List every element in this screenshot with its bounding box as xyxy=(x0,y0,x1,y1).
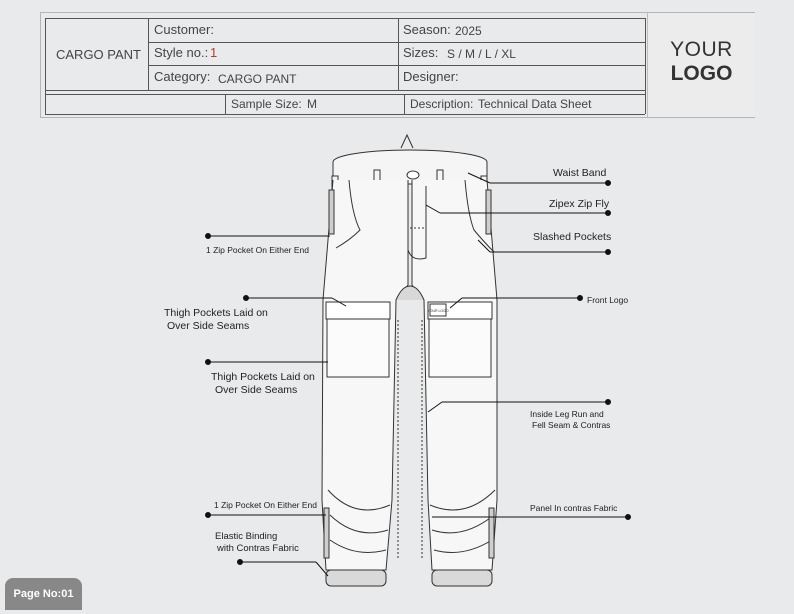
logo-placeholder: YOUR LOGO xyxy=(647,13,755,117)
callout-inside-leg-line1: Inside Leg Run and xyxy=(530,409,604,419)
callout-thigh-pockets-1-line2: Over Side Seams xyxy=(167,320,250,332)
crotch-gusset xyxy=(395,285,425,301)
callout-waist-band: Waist Band xyxy=(553,167,607,179)
cargo-pocket-flap-left xyxy=(325,301,391,320)
sample-size-label: Sample Size: xyxy=(231,97,302,111)
category-label: Category: xyxy=(154,69,211,84)
sizes-value: S / M / L / XL xyxy=(447,47,516,61)
callout-zip-pocket-top: 1 Zip Pocket On Either End xyxy=(206,245,309,255)
callout-inside-leg-line2: Fell Seam & Contras xyxy=(532,420,611,430)
elastic-cuff-right xyxy=(431,569,493,587)
logo-line1: YOUR xyxy=(670,38,733,61)
sample-size-value: M xyxy=(307,97,317,111)
hem-zip-left xyxy=(323,507,330,559)
slashed-pocket-right xyxy=(464,179,495,253)
style-name: CARGO PANT xyxy=(56,47,141,62)
callout-zip-fly: Zipex Zip Fly xyxy=(549,198,610,210)
callout-panel-contrast: Panel In contras Fabric xyxy=(530,503,618,513)
hem-zip-right xyxy=(488,507,495,559)
callout-thigh-pockets-2-line1: Thigh Pockets Laid on xyxy=(211,371,315,383)
front-logo-badge xyxy=(429,303,447,317)
callout-thigh-pockets-2-line2: Over Side Seams xyxy=(215,384,298,396)
season-value: 2025 xyxy=(455,24,482,38)
callout-elastic-line1: Elastic Binding xyxy=(215,531,278,542)
page-number-tab: Page No:01 xyxy=(5,578,82,610)
callout-zip-pocket-bottom: 1 Zip Pocket On Either End xyxy=(214,500,317,510)
customer-label: Customer: xyxy=(154,22,214,37)
front-logo-badge-text: YOUR LOGO xyxy=(427,309,448,313)
sizes-label: Sizes: xyxy=(403,45,439,60)
callout-front-logo: Front Logo xyxy=(587,295,629,305)
cargo-pocket-right xyxy=(428,318,492,378)
knee-panel-right xyxy=(429,489,496,511)
knee-panel-left xyxy=(327,489,391,511)
side-zip-pocket-right xyxy=(485,189,492,235)
designer-label: Designer: xyxy=(403,69,459,84)
waist-button xyxy=(406,170,420,180)
callout-thigh-pockets-1-line1: Thigh Pockets Laid on xyxy=(164,307,268,319)
spec-header-table: CARGO PANT Customer: Season: 2025 Style … xyxy=(40,12,755,118)
callout-slashed-pockets: Slashed Pockets xyxy=(533,231,612,243)
cargo-pocket-left xyxy=(326,318,390,378)
description-value: Technical Data Sheet xyxy=(478,97,592,111)
season-label: Season: xyxy=(403,22,451,37)
callout-elastic-line2: with Contras Fabric xyxy=(217,543,299,554)
style-no-label: Style no.: xyxy=(154,45,209,60)
category-value: CARGO PANT xyxy=(218,72,297,86)
side-zip-pocket-left xyxy=(328,189,335,235)
zip-fly xyxy=(407,185,427,260)
style-no-value: 1 xyxy=(210,45,218,60)
elastic-cuff-left xyxy=(325,569,387,587)
logo-line2: LOGO xyxy=(670,62,733,85)
hanger-loop xyxy=(400,133,414,149)
description-label: Description: xyxy=(410,97,474,111)
slashed-pocket-left xyxy=(335,179,361,249)
